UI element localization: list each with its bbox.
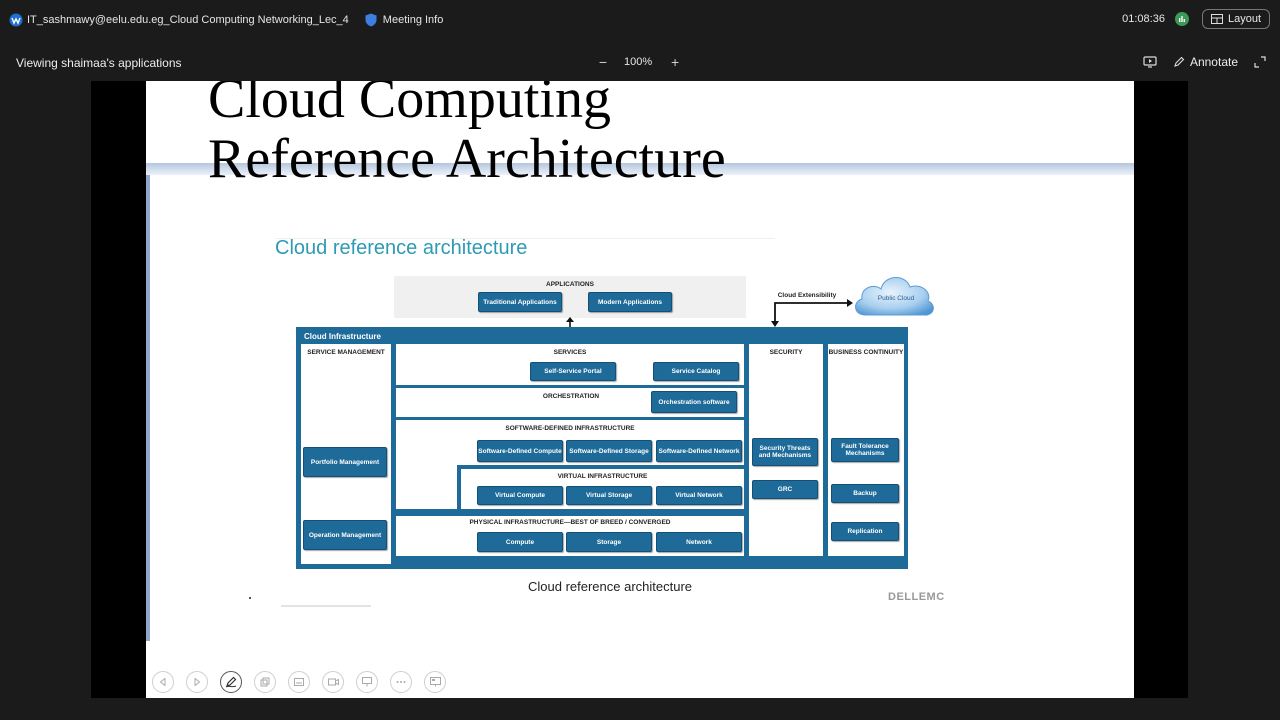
virtual-compute-chip: Virtual Compute (477, 486, 563, 505)
virtual-storage-chip: Virtual Storage (566, 486, 652, 505)
self-service-portal-chip: Self-Service Portal (530, 362, 616, 381)
sd-network-chip: Software-Defined Network (656, 440, 742, 462)
slide-title-line-2: Reference Architecture (208, 128, 726, 190)
storage-chip: Storage (566, 532, 652, 552)
extensibility-arrow (774, 302, 851, 325)
slide-title-line-1: Cloud Computing (208, 81, 611, 130)
fullscreen-icon[interactable] (1254, 56, 1266, 68)
shield-icon[interactable] (365, 13, 377, 27)
subtitles-icon[interactable] (288, 671, 310, 693)
cloud-extensibility-label: Cloud Extensibility (777, 292, 837, 299)
physical-infra-label: PHYSICAL INFRASTRUCTURE—BEST OF BREED / … (469, 519, 671, 526)
zoom-value: 100% (624, 56, 653, 68)
sd-compute-chip: Software-Defined Compute (477, 440, 563, 462)
slide-title: Cloud Computing Reference Architecture (208, 81, 726, 189)
network-chip: Network (656, 532, 742, 552)
copyright-faint (281, 605, 371, 607)
annotate-icon (1174, 56, 1185, 67)
replication-chip: Replication (831, 522, 899, 541)
traditional-apps-chip: Traditional Applications (478, 292, 562, 312)
orchestration-label: ORCHESTRATION (542, 393, 600, 400)
applications-label: APPLICATIONS (546, 281, 594, 288)
sd-storage-chip: Software-Defined Storage (566, 440, 652, 462)
next-icon[interactable] (186, 671, 208, 693)
previous-icon[interactable] (152, 671, 174, 693)
slides-icon[interactable] (424, 671, 446, 693)
extensibility-arrow-head (771, 321, 779, 327)
zoom-in-button[interactable]: + (671, 54, 680, 70)
service-catalog-chip: Service Catalog (653, 362, 739, 381)
heading-rule (275, 238, 775, 239)
webex-icon (9, 13, 23, 27)
layout-label: Layout (1227, 13, 1261, 25)
annotate-label: Annotate (1189, 55, 1238, 69)
meeting-info-link[interactable]: Meeting Info (382, 14, 444, 26)
slideshow-toolbar (152, 671, 458, 693)
camera-icon[interactable] (322, 671, 344, 693)
audio-status-icon[interactable] (1174, 12, 1189, 26)
fault-tolerance-chip: Fault Tolerance Mechanisms (831, 438, 899, 462)
dell-emc-logo: DELLEMC (888, 591, 945, 603)
security-label: SECURITY (769, 349, 803, 356)
security-threats-chip: Security Threats and Mechanisms (752, 438, 818, 466)
meeting-timer: 01:08:36 (1122, 13, 1165, 25)
public-cloud-label: Public Cloud (877, 295, 915, 302)
more-icon[interactable] (390, 671, 412, 693)
portfolio-management-chip: Portfolio Management (303, 447, 387, 477)
title-bar: IT_sashmawy@eelu.edu.eg_Cloud Computing … (0, 0, 1280, 40)
title-left: IT_sashmawy@eelu.edu.eg_Cloud Computing … (9, 11, 443, 29)
cloud-infrastructure-label: Cloud Infrastructure (304, 332, 381, 341)
apps-arrow-head-up (566, 317, 574, 322)
zoom-out-button[interactable]: − (598, 54, 608, 70)
services-label: SERVICES (553, 349, 587, 356)
compute-chip: Compute (477, 532, 563, 552)
layout-icon (1210, 14, 1223, 24)
backup-chip: Backup (831, 484, 899, 503)
annotate-button[interactable]: Annotate (1173, 55, 1238, 69)
pen-icon[interactable] (220, 671, 242, 693)
sdi-label: SOFTWARE-DEFINED INFRASTRUCTURE (505, 425, 635, 432)
viewing-bar-actions: Annotate (1143, 55, 1266, 69)
meeting-name: IT_sashmawy@eelu.edu.eg_Cloud Computing … (27, 14, 349, 26)
virtual-infra-label: VIRTUAL INFRASTRUCTURE (557, 473, 648, 480)
slide-dot (249, 597, 251, 599)
public-cloud-icon (855, 277, 934, 316)
viewing-text: Viewing shaimaa's applications (16, 56, 182, 70)
slide-left-rule (146, 175, 150, 641)
operation-management-chip: Operation Management (303, 520, 387, 550)
viewing-bar: Viewing shaimaa's applications − 100% + … (0, 46, 1280, 80)
shared-screen[interactable]: Cloud Computing Reference Architecture C… (91, 81, 1188, 698)
image-heading: Cloud reference architecture (275, 237, 528, 259)
virtual-network-chip: Virtual Network (656, 486, 742, 505)
cloud-arrow-head (847, 299, 853, 307)
layout-button[interactable]: Layout (1201, 9, 1270, 29)
title-right: 01:08:36 Layout (1122, 8, 1270, 30)
presentation-slide: Cloud Computing Reference Architecture C… (146, 81, 1134, 698)
grc-chip: GRC (752, 480, 818, 499)
diagram-caption: Cloud reference architecture (528, 579, 693, 594)
modern-apps-chip: Modern Applications (588, 292, 672, 312)
business-continuity-label: BUSINESS CONTINUITY (828, 349, 904, 356)
remote-control-icon[interactable] (1143, 56, 1157, 68)
zoom-control: − 100% + (596, 54, 682, 70)
orchestration-software-chip: Orchestration software (651, 391, 737, 413)
copy-icon[interactable] (254, 671, 276, 693)
title-band (146, 163, 1134, 175)
applications-box (394, 276, 746, 318)
service-management-label: SERVICE MANAGEMENT (307, 349, 385, 356)
presenter-icon[interactable] (356, 671, 378, 693)
